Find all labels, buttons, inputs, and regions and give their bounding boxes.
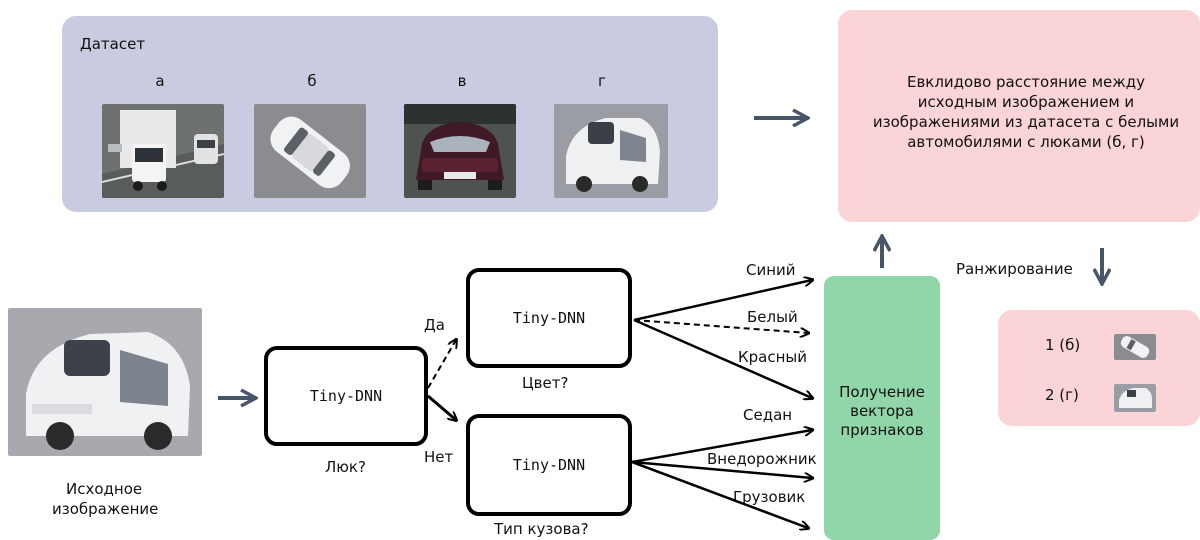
rank-item-1: 1 (б) bbox=[1045, 336, 1081, 354]
distance-line-4: автомобилями с люками (б, г) bbox=[907, 133, 1145, 151]
arrow-body-suv bbox=[631, 460, 812, 478]
arrow-body-sedan bbox=[631, 430, 812, 464]
dataset-title: Датасет bbox=[80, 35, 146, 53]
dataset-image-truck bbox=[102, 104, 224, 198]
color-output-blue: Синий bbox=[746, 261, 796, 279]
color-question: Цвет? bbox=[522, 374, 569, 392]
dataset-label-b: б bbox=[307, 72, 317, 90]
arrow-body-truck bbox=[631, 460, 808, 528]
rank-thumb-2 bbox=[1114, 384, 1156, 412]
source-image bbox=[8, 308, 202, 456]
color-output-white: Белый bbox=[747, 308, 798, 326]
dnn-sunroof-box: Tiny-DNN bbox=[264, 346, 428, 446]
sunroof-question: Люк? bbox=[325, 458, 366, 476]
body-output-sedan: Седан bbox=[743, 406, 793, 424]
rank-thumb-1 bbox=[1114, 334, 1156, 360]
features-line-1: Получение bbox=[839, 383, 925, 401]
distance-line-3: изображениями из датасета с белыми bbox=[872, 113, 1180, 131]
source-label-line-2: изображение bbox=[52, 500, 159, 518]
dnn-body-box: Tiny-DNN bbox=[466, 414, 632, 516]
ranking-panel bbox=[998, 310, 1200, 426]
dataset-label-a: а bbox=[155, 72, 165, 90]
ranking-label: Ранжирование bbox=[956, 260, 1073, 278]
body-output-suv: Внедорожник bbox=[707, 450, 817, 468]
dataset-image-white-sedan bbox=[254, 104, 366, 198]
dnn-color-box: Tiny-DNN bbox=[466, 268, 632, 368]
dataset-label-v: в bbox=[457, 72, 467, 90]
body-question: Тип кузова? bbox=[494, 520, 589, 538]
yes-label: Да bbox=[424, 316, 445, 334]
distance-line-2: исходным изображением и bbox=[917, 93, 1135, 111]
no-label: Нет bbox=[424, 448, 454, 466]
arrow-color-white bbox=[633, 319, 808, 333]
features-description: Получение вектора признаков bbox=[824, 383, 940, 440]
dataset-image-red-car bbox=[404, 104, 516, 198]
rank-item-2: 2 (г) bbox=[1045, 386, 1079, 404]
distance-panel bbox=[838, 10, 1200, 222]
distance-line-1: Евклидово расстояние между bbox=[906, 73, 1146, 91]
dataset-image-white-suv bbox=[554, 104, 668, 198]
color-output-red: Красный bbox=[738, 348, 808, 366]
body-output-truck: Грузовик bbox=[733, 488, 806, 506]
arrow-no bbox=[427, 394, 456, 420]
arrow-yes bbox=[427, 340, 456, 389]
source-label-line-1: Исходное bbox=[66, 480, 143, 498]
features-line-3: признаков bbox=[840, 421, 924, 439]
features-panel bbox=[824, 276, 940, 540]
dataset-label-g: г bbox=[598, 72, 606, 90]
features-line-2: вектора bbox=[850, 402, 914, 420]
arrow-color-blue bbox=[633, 280, 812, 322]
distance-description: Евклидово расстояние между исходным изоб… bbox=[852, 72, 1200, 152]
arrow-color-red bbox=[633, 318, 812, 398]
